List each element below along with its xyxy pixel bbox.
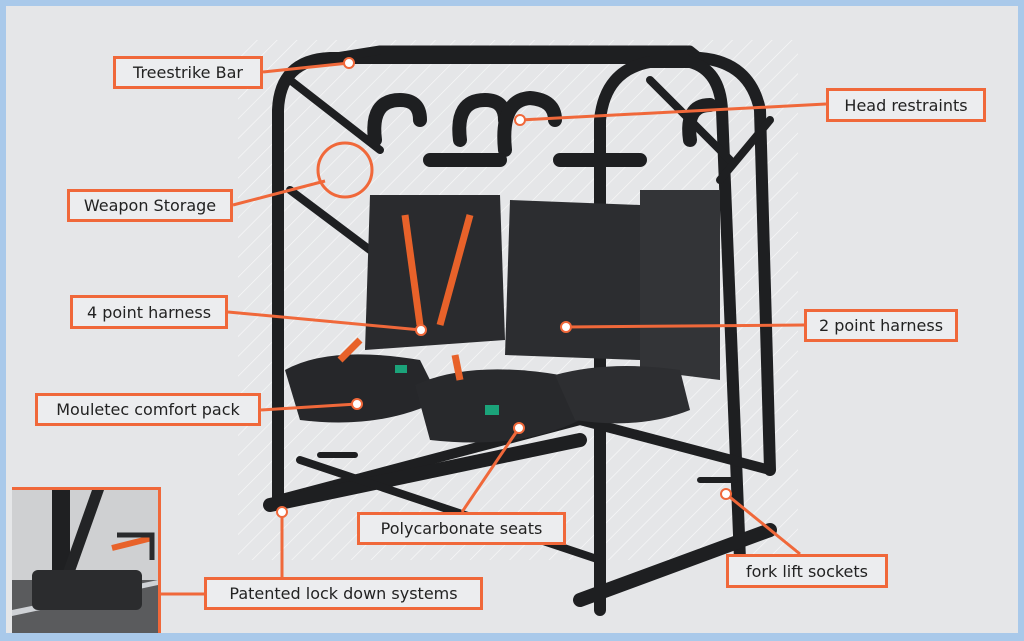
callout-head-restraints: Head restraints — [826, 88, 986, 122]
callout-polycarbonate-seats: Polycarbonate seats — [357, 512, 566, 545]
callout-treestrike-bar: Treestrike Bar — [113, 56, 263, 89]
callout-2-point-harness: 2 point harness — [804, 309, 958, 342]
callout-4-point-harness: 4 point harness — [70, 295, 228, 329]
seats — [285, 90, 720, 443]
diagram-canvas: Treestrike Bar Weapon Storage Head restr… — [6, 6, 1018, 633]
lock-down-inset-photo — [12, 487, 161, 633]
leader-lines — [158, 61, 827, 596]
callout-dots — [276, 57, 732, 518]
callout-fork-lift-sockets: fork lift sockets — [726, 554, 888, 588]
callout-patented-lock-down-systems: Patented lock down systems — [204, 577, 483, 610]
callout-weapon-storage: Weapon Storage — [67, 189, 233, 222]
callout-mouletec-comfort-pack: Mouletec comfort pack — [35, 393, 261, 426]
